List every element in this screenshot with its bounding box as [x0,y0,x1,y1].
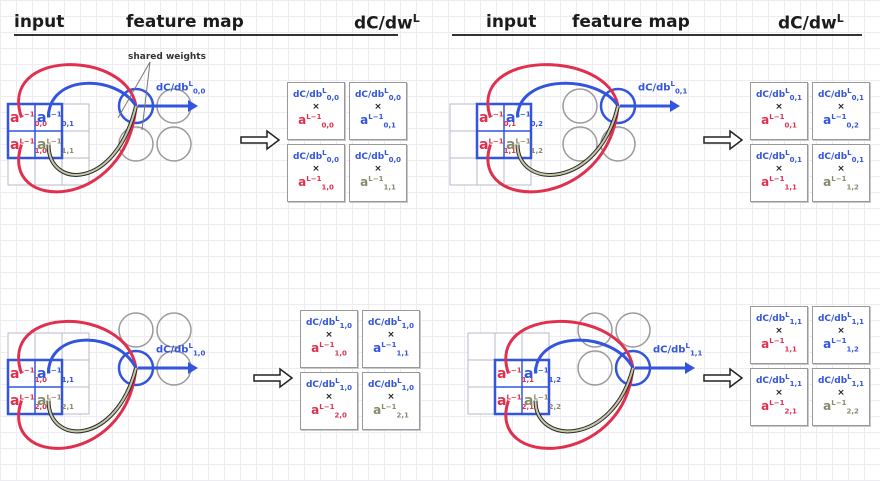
input-activation: aL−12,0 [10,393,48,411]
input-cell [61,359,90,388]
input-activation: aL−11,0 [10,137,48,155]
gradient-card: dC/dbL0,1×aL−11,1 [750,144,808,202]
header-rule-right [452,34,862,36]
input-activation: aL−11,2 [506,137,544,155]
gradient-card: dC/dbL0,0×aL−11,0 [287,144,345,202]
transfer-arrow [240,129,281,151]
input-activation: aL−11,1 [37,366,75,384]
weight-loop-olive [47,367,137,433]
input-cell [467,386,496,415]
weight-loop-blue [516,81,620,118]
weight-loop-olive [47,105,137,176]
gradient-label: dC/dbL1,0 [156,342,206,358]
gradient-arrowhead [685,362,695,374]
gradient-label: dC/dbL0,0 [156,80,206,96]
panel-4 [467,312,744,450]
input-activation: aL−11,1 [497,366,535,384]
header-feature-map-right: feature map [572,12,690,32]
input-activation: aL−10,0 [10,110,48,128]
gradient-card: dC/dbL0,1×aL−10,2 [812,82,870,140]
gradient-card: dC/dbL1,0×aL−12,1 [362,372,420,430]
weight-loop-blue [47,338,138,374]
weight-loop-blue [47,81,138,118]
weight-loop-olive [534,367,634,433]
feature-node [577,312,613,348]
input-cell [503,157,532,186]
shared-weights-label: shared weights [128,52,206,62]
header-feature-map: feature map [126,12,244,32]
gradient-card: dC/dbL0,0×aL−10,1 [349,82,407,140]
gradient-card: dC/dbL0,0×aL−11,1 [349,144,407,202]
gradient-arrowhead [670,100,680,112]
panel-1 [6,63,281,194]
header-dcdw-right: dC/dwL [778,12,844,34]
input-cell [449,157,478,186]
weight-loop-blue [534,338,635,374]
feature-node [615,312,651,348]
gradient-card: dC/dbL1,0×aL−11,1 [362,310,420,368]
header-input-right: input [486,12,537,32]
gradient-arrowhead [188,100,198,112]
gradient-card: dC/dbL1,0×aL−12,0 [300,372,358,430]
gradient-card: dC/dbL1,0×aL−11,0 [300,310,358,368]
input-cell [61,332,90,361]
gradient-arrowhead [188,362,198,374]
input-cell [449,103,478,132]
input-cell [34,157,63,186]
input-activation: aL−10,1 [479,110,517,128]
weight-loop-olive [516,105,619,176]
input-activation: aL−12,1 [37,393,75,411]
input-cell [34,332,63,361]
gradient-label: dC/dbL1,1 [653,342,703,358]
input-activation: aL−10,1 [37,110,75,128]
transfer-arrow [703,129,744,151]
gradient-card: dC/dbL1,1×aL−11,2 [812,306,870,364]
input-activation: aL−12,2 [524,393,562,411]
feature-node [118,312,154,348]
transfer-arrow [253,367,294,389]
input-activation: aL−10,2 [506,110,544,128]
gradient-card: dC/dbL1,1×aL−12,1 [750,368,808,426]
feature-node [562,126,598,162]
input-cell [449,130,478,159]
input-activation: aL−11,1 [37,137,75,155]
feature-node [156,312,192,348]
input-activation: aL−11,0 [10,366,48,384]
transfer-arrow [703,367,744,389]
input-cell [521,332,550,361]
gradient-card: dC/dbL0,1×aL−11,2 [812,144,870,202]
pointer-line [117,61,151,119]
feature-node [577,350,613,386]
input-cell [467,359,496,388]
gradient-card: dC/dbL1,1×aL−11,1 [750,306,808,364]
input-activation: aL−11,2 [524,366,562,384]
input-activation: aL−12,1 [497,393,535,411]
panel-2 [449,63,744,194]
gradient-card: dC/dbL0,0×aL−10,0 [287,82,345,140]
input-cell [467,332,496,361]
header-input: input [14,12,65,32]
gradient-card: dC/dbL0,1×aL−10,1 [750,82,808,140]
shared-weights-pointers [117,61,151,131]
pointer-line [141,61,151,131]
gradient-label: dC/dbL0,1 [638,80,688,96]
input-activation: aL−11,1 [479,137,517,155]
panel-3 [6,312,294,450]
header-rule-left [14,34,398,36]
feature-node [156,126,192,162]
feature-node [562,88,598,124]
header-dcdw: dC/dwL [354,12,420,34]
gradient-card: dC/dbL1,1×aL−12,2 [812,368,870,426]
feature-node [118,126,154,162]
